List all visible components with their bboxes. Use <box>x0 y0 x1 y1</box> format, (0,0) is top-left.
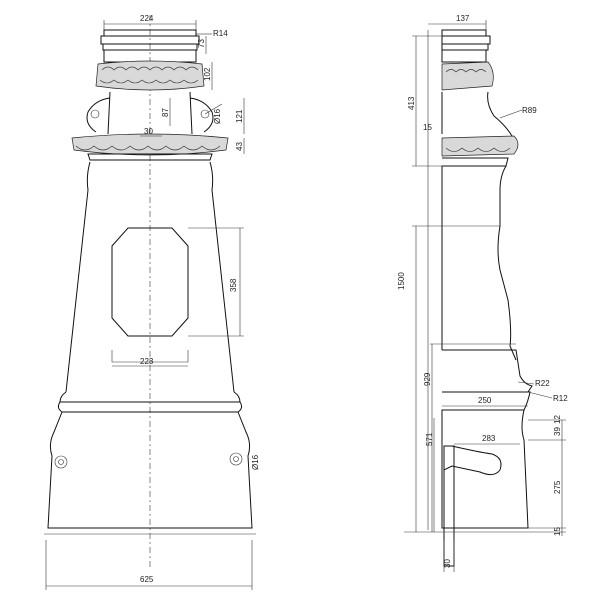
dim-front-door-height: 358 <box>229 278 238 292</box>
dim-side-upper-height: 413 <box>407 96 416 110</box>
dim-side-fillet-r1: R22 <box>535 379 550 388</box>
dim-side-upper-offset: 15 <box>423 123 432 132</box>
side-base <box>441 409 529 529</box>
dim-side-top-width: 137 <box>456 14 470 23</box>
front-door <box>111 227 189 337</box>
dim-front-cap-height: 73 <box>197 39 206 48</box>
dim-side-step-a: 39 <box>553 427 562 436</box>
side-top-cap <box>441 29 491 63</box>
side-collar <box>441 135 519 157</box>
front-base <box>47 411 253 529</box>
dim-side-shaft-height: 1500 <box>397 272 406 290</box>
dim-side-base-height: 275 <box>553 480 562 494</box>
side-post <box>443 445 455 567</box>
front-upper-ornament <box>95 60 205 91</box>
front-collar <box>71 133 229 161</box>
dim-side-lower-height: 571 <box>425 432 434 446</box>
side-neck <box>441 91 513 137</box>
dim-side-base-step: 15 <box>553 527 562 536</box>
dim-front-hole-upper: Ø16 <box>213 108 222 124</box>
side-plinth <box>442 349 533 393</box>
front-view <box>44 15 256 570</box>
dim-side-shoulder-radius: R89 <box>522 106 537 115</box>
front-shaft <box>65 161 235 393</box>
dim-front-neck-total: 121 <box>235 109 244 123</box>
dim-front-neck-height: 87 <box>161 108 170 117</box>
front-base-molding <box>57 391 243 413</box>
dim-side-step-b: 12 <box>553 415 562 424</box>
front-base-hole-left <box>54 455 68 469</box>
dim-side-plinth-height: 929 <box>423 372 432 386</box>
front-neck <box>86 91 214 135</box>
dim-side-fillet-r2: R12 <box>553 394 568 403</box>
front-base-hole-right <box>229 452 243 466</box>
side-upper-ornament <box>441 61 494 91</box>
side-shaft <box>497 165 517 361</box>
dim-front-door-width: 223 <box>140 357 154 366</box>
dim-front-top-width: 224 <box>140 14 154 23</box>
dim-front-ornament-height: 102 <box>203 67 212 81</box>
side-view <box>427 29 533 567</box>
dim-front-base-width: 625 <box>140 575 154 584</box>
dim-front-collar-height: 43 <box>235 142 244 151</box>
dim-side-bracket-reach: 283 <box>482 434 496 443</box>
dim-front-hole-lower: Ø16 <box>251 454 260 470</box>
dim-side-plinth-depth: 250 <box>478 396 492 405</box>
side-dimensions: 137 413 15 R89 1500 929 R22 R12 250 571 … <box>397 14 568 572</box>
side-bracket-arm <box>443 445 502 476</box>
dim-side-post-offset: 30 <box>443 559 452 568</box>
front-dimensions: 224 R14 73 102 87 Ø16 121 43 30 358 223 … <box>45 14 260 590</box>
dim-front-top-radius: R14 <box>213 29 228 38</box>
dim-front-collar-offset: 30 <box>144 127 153 136</box>
